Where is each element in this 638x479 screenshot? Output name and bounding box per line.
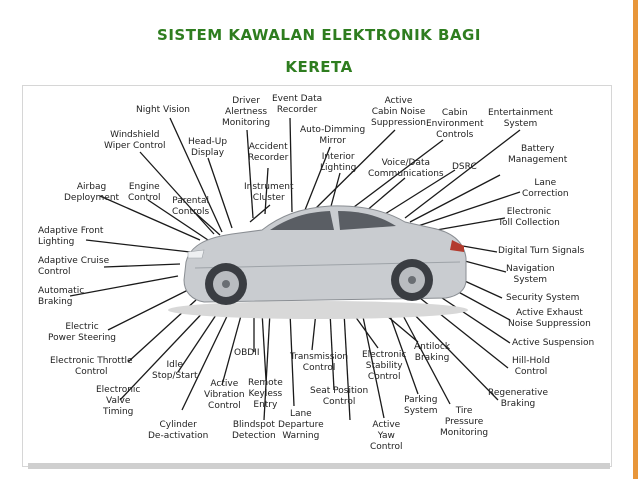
label-head-up-display: Head-Up Display [188, 137, 227, 159]
label-adaptive-front-lighting: Adaptive Front Lighting [38, 226, 103, 248]
label-digital-turn-signals: Digital Turn Signals [498, 246, 584, 257]
label-auto-dimming-mirror: Auto-Dimming Mirror [300, 125, 365, 147]
label-electric-power-steering: Electric Power Steering [48, 322, 116, 344]
label-accident-recorder: Accident Recorder [248, 142, 288, 164]
label-active-vibration: Active Vibration Control [204, 379, 245, 412]
label-electronic-throttle: Electronic Throttle Control [50, 356, 133, 378]
label-dsrc: DSRC [452, 162, 477, 173]
label-voice-data-comm: Voice/Data Communications [368, 158, 444, 180]
label-parking-system: Parking System [404, 395, 438, 417]
label-electronic-stability: Electronic Stability Control [362, 350, 406, 383]
label-night-vision: Night Vision [136, 105, 190, 116]
label-driver-alertness: Driver Alertness Monitoring [222, 96, 270, 129]
label-automatic-braking: Automatic Braking [38, 286, 84, 308]
label-lane-correction: Lane Correction [522, 178, 569, 200]
label-active-yaw: Active Yaw Control [370, 420, 403, 453]
label-navigation-system: Navigation System [506, 264, 555, 286]
label-cylinder-deactivation: Cylinder De-activation [148, 420, 208, 442]
label-windshield-wiper: Windshield Wiper Control [104, 130, 166, 152]
label-obdii: OBDII [234, 348, 260, 359]
label-security-system: Security System [506, 293, 579, 304]
label-entertainment-system: Entertainment System [488, 108, 553, 130]
label-blindspot-detection: Blindspot Detection [232, 420, 276, 442]
label-transmission-control: Transmission Control [290, 352, 348, 374]
label-electronic-valve-timing: Electronic Valve Timing [96, 385, 140, 418]
label-interior-lighting: Interior Lighting [320, 152, 356, 174]
label-battery-management: Battery Management [508, 144, 567, 166]
label-electronic-toll: Electronic Toll Collection [498, 207, 560, 229]
label-hill-hold: Hill-Hold Control [512, 356, 550, 378]
label-tire-pressure: Tire Pressure Monitoring [440, 406, 488, 439]
label-engine-control: Engine Control [128, 182, 161, 204]
label-active-cabin-noise: Active Cabin Noise Suppression [371, 96, 426, 129]
label-antilock-braking: Antilock Braking [414, 342, 450, 364]
label-remote-keyless: Remote Keyless Entry [248, 378, 283, 411]
label-airbag-deployment: Airbag Deployment [64, 182, 119, 204]
label-parental-controls: Parental Controls [172, 196, 209, 218]
label-seat-position: Seat Position Control [310, 386, 368, 408]
label-active-exhaust: Active Exhaust Noise Suppression [508, 308, 591, 330]
label-regenerative-braking: Regenerative Braking [488, 388, 548, 410]
label-idle-stop-start: Idle Stop/Start [152, 360, 197, 382]
label-event-data-recorder: Event Data Recorder [272, 94, 322, 116]
car-illustration [168, 206, 468, 319]
label-instrument-cluster: Instrument Cluster [244, 182, 294, 204]
label-active-suspension: Active Suspension [512, 338, 594, 349]
label-adaptive-cruise: Adaptive Cruise Control [38, 256, 109, 278]
label-cabin-env-controls: Cabin Environment Controls [426, 108, 483, 141]
label-lane-departure: Lane Departure Warning [278, 409, 324, 442]
